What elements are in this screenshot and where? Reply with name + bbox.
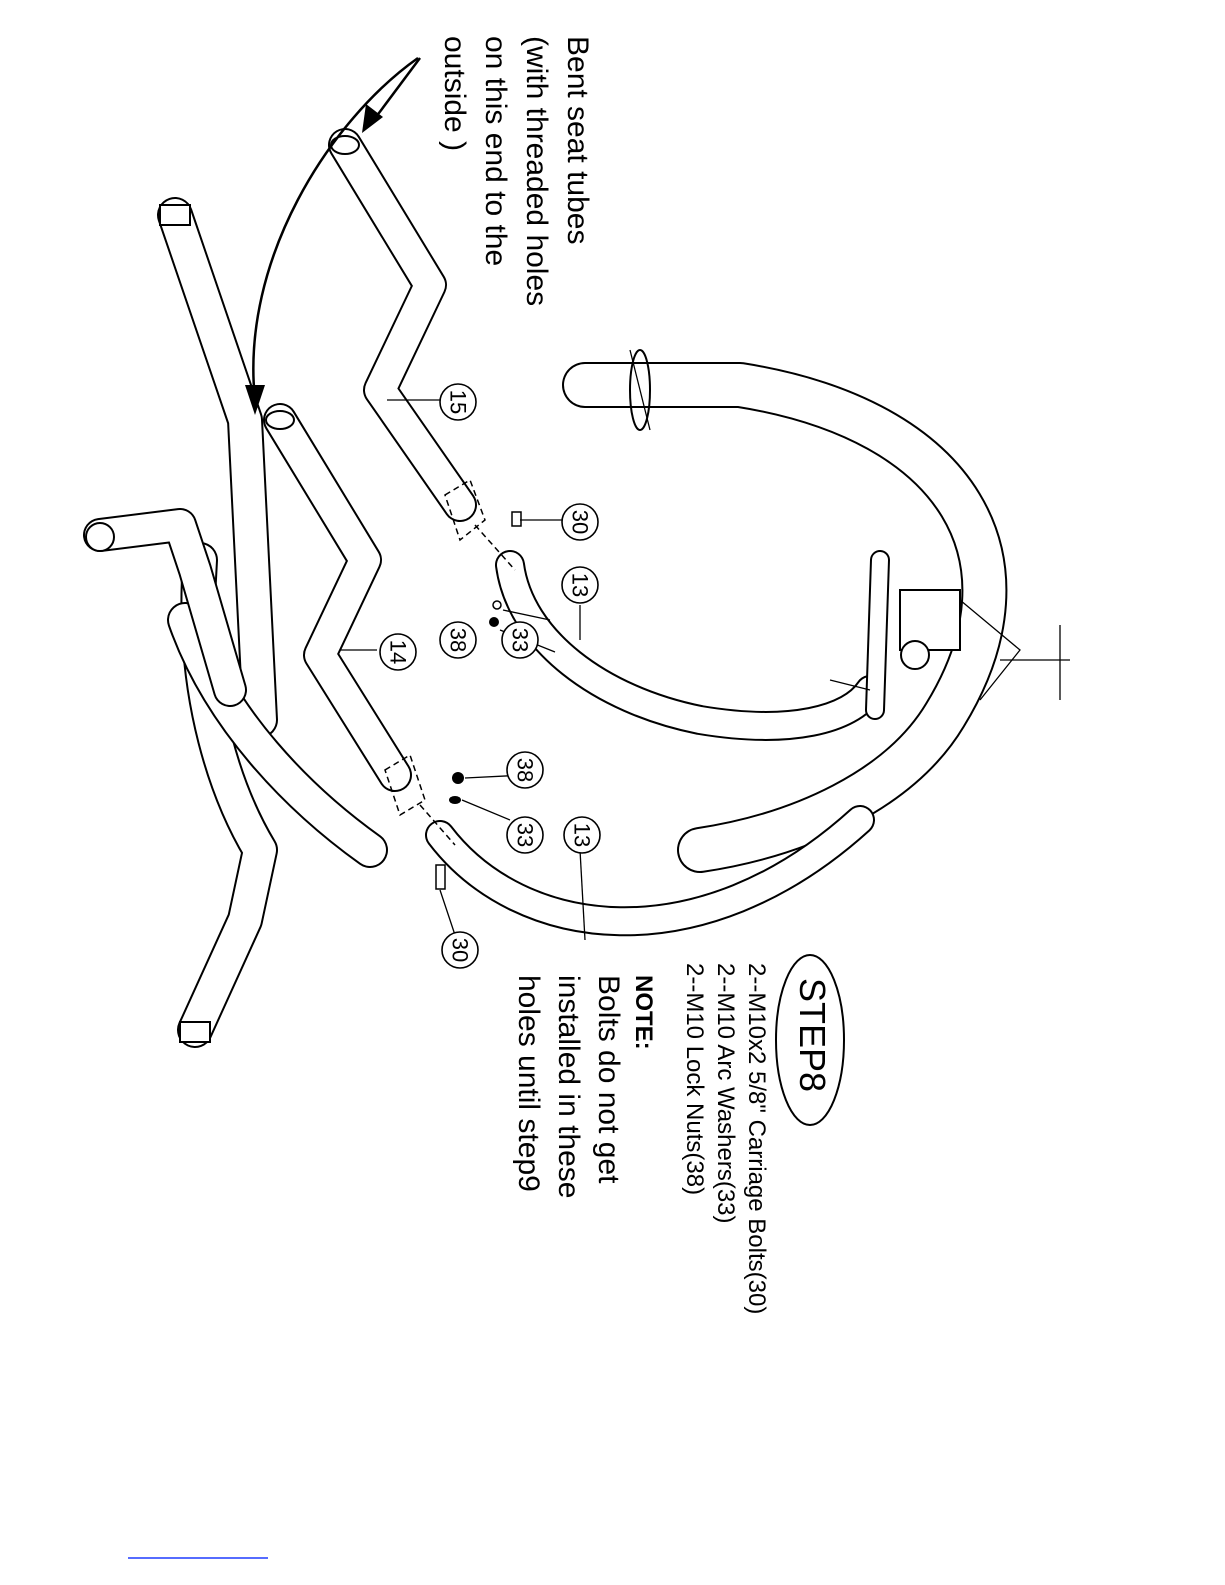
callout-label: 30 — [568, 510, 593, 534]
callout-label: 15 — [446, 390, 471, 414]
note-block: NOTE: Bolts do not get installed in thes… — [508, 975, 658, 1198]
callout-38: 38 — [507, 752, 543, 788]
callout-label: 30 — [448, 938, 473, 962]
parts-list-item: 2--M10 Lock Nuts(38) — [679, 963, 710, 1314]
callout-30: 30 — [562, 504, 598, 540]
callout-13: 13 — [562, 567, 598, 603]
annotation-line: Bent seat tubes — [557, 36, 598, 306]
callout-15: 15 — [440, 384, 476, 420]
callout-14: 14 — [380, 634, 416, 670]
callout-13: 13 — [564, 817, 600, 853]
callout-33: 33 — [507, 817, 543, 853]
callout-label: 14 — [386, 640, 411, 664]
step-title-text: STEP8 — [792, 978, 833, 1092]
annotation-line: (with threaded holes — [516, 36, 557, 306]
note-line: Bolts do not get — [588, 975, 628, 1198]
annotation-line: on this end to the — [475, 36, 516, 306]
seat-tube-annotation: Bent seat tubes (with threaded holes on … — [434, 36, 598, 306]
seat-tube-14 — [266, 411, 395, 775]
annotation-line: outside ) — [434, 36, 475, 306]
callout-38: 38 — [440, 622, 476, 658]
step-title: STEP8 — [792, 978, 832, 1092]
callout-33: 33 — [502, 622, 538, 658]
parts-list-item: 2--M10x2 5/8" Carriage Bolts(30) — [741, 963, 772, 1314]
parts-list: 2--M10x2 5/8" Carriage Bolts(30) 2--M10 … — [679, 963, 772, 1314]
callout-label: 13 — [568, 573, 593, 597]
note-line: installed in these — [548, 975, 588, 1198]
callout-label: 13 — [570, 823, 595, 847]
note-line: holes until step9 — [508, 975, 548, 1198]
callout-label: 33 — [513, 823, 538, 847]
note-heading: NOTE: — [628, 975, 658, 1198]
callout-label: 33 — [508, 628, 533, 652]
parts-list-item: 2--M10 Arc Washers(33) — [710, 963, 741, 1314]
callout-label: 38 — [446, 628, 471, 652]
callout-label: 38 — [513, 758, 538, 782]
callout-30: 30 — [442, 932, 478, 968]
